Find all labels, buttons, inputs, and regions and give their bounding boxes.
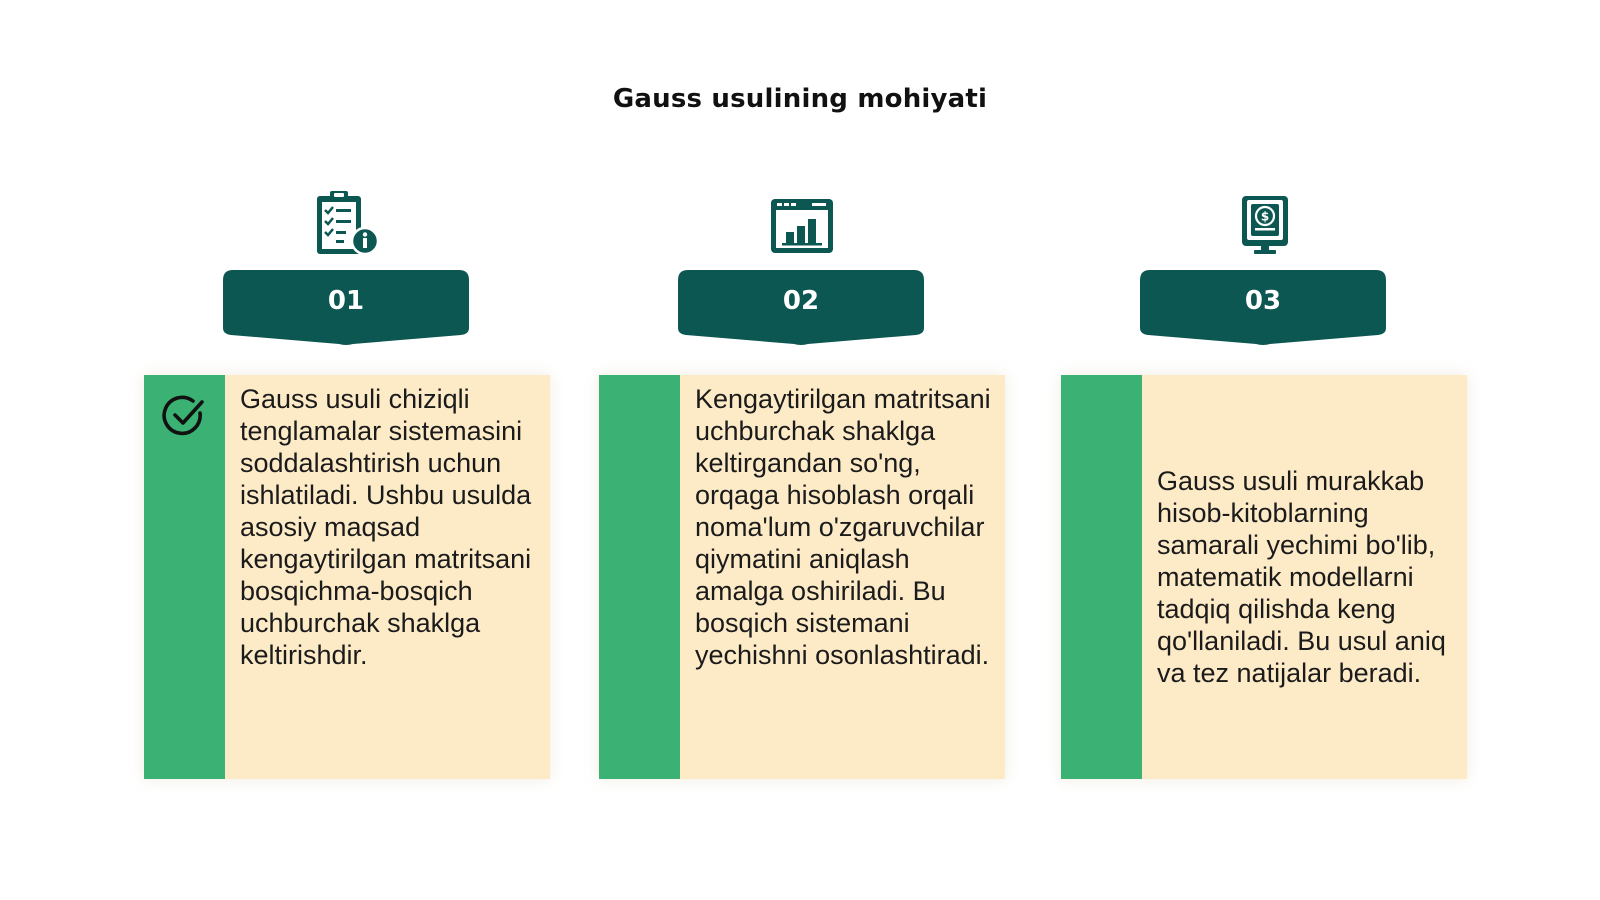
step-card-3: Gauss usuli murakkab hisob-kitoblarning … xyxy=(1061,375,1467,779)
card-accent-bar xyxy=(599,375,680,779)
step-badge-1: 01 xyxy=(223,270,469,348)
bar-chart-window-icon xyxy=(764,188,840,258)
dollar-monitor-icon: $ xyxy=(1226,188,1302,258)
step-card-2: Kengaytirilgan matritsani uchburchak sha… xyxy=(599,375,1005,779)
card-body: Kengaytirilgan matritsani uchburchak sha… xyxy=(680,375,1005,779)
card-accent-bar xyxy=(144,375,225,779)
step-card-1: Gauss usuli chiziqli tenglamalar sistema… xyxy=(144,375,550,779)
step-badge-3: 03 xyxy=(1140,270,1386,348)
step-number: 02 xyxy=(782,286,820,316)
card-accent-bar xyxy=(1061,375,1142,779)
step-column-3: $ 03 Gauss usuli murakkab hisob-kitoblar… xyxy=(1061,0,1467,900)
step-description: Kengaytirilgan matritsani uchburchak sha… xyxy=(695,384,991,670)
page-title: Gauss usulining mohiyati xyxy=(612,84,988,114)
svg-text:$: $ xyxy=(1261,210,1269,224)
step-description: Gauss usuli murakkab hisob-kitoblarning … xyxy=(1157,466,1446,688)
step-column-2: 02 Kengaytirilgan matritsani uchburchak … xyxy=(599,0,1005,900)
step-column-1: 01 Gauss usuli chiziqli tenglamalar sist… xyxy=(144,0,550,900)
clipboard-info-icon xyxy=(309,188,385,258)
step-number: 01 xyxy=(327,286,365,316)
step-badge-2: 02 xyxy=(678,270,924,348)
check-circle-icon xyxy=(162,395,204,436)
step-number: 03 xyxy=(1244,286,1282,316)
card-body: Gauss usuli chiziqli tenglamalar sistema… xyxy=(225,375,550,779)
card-body: Gauss usuli murakkab hisob-kitoblarning … xyxy=(1142,375,1467,779)
step-description: Gauss usuli chiziqli tenglamalar sistema… xyxy=(240,384,532,670)
